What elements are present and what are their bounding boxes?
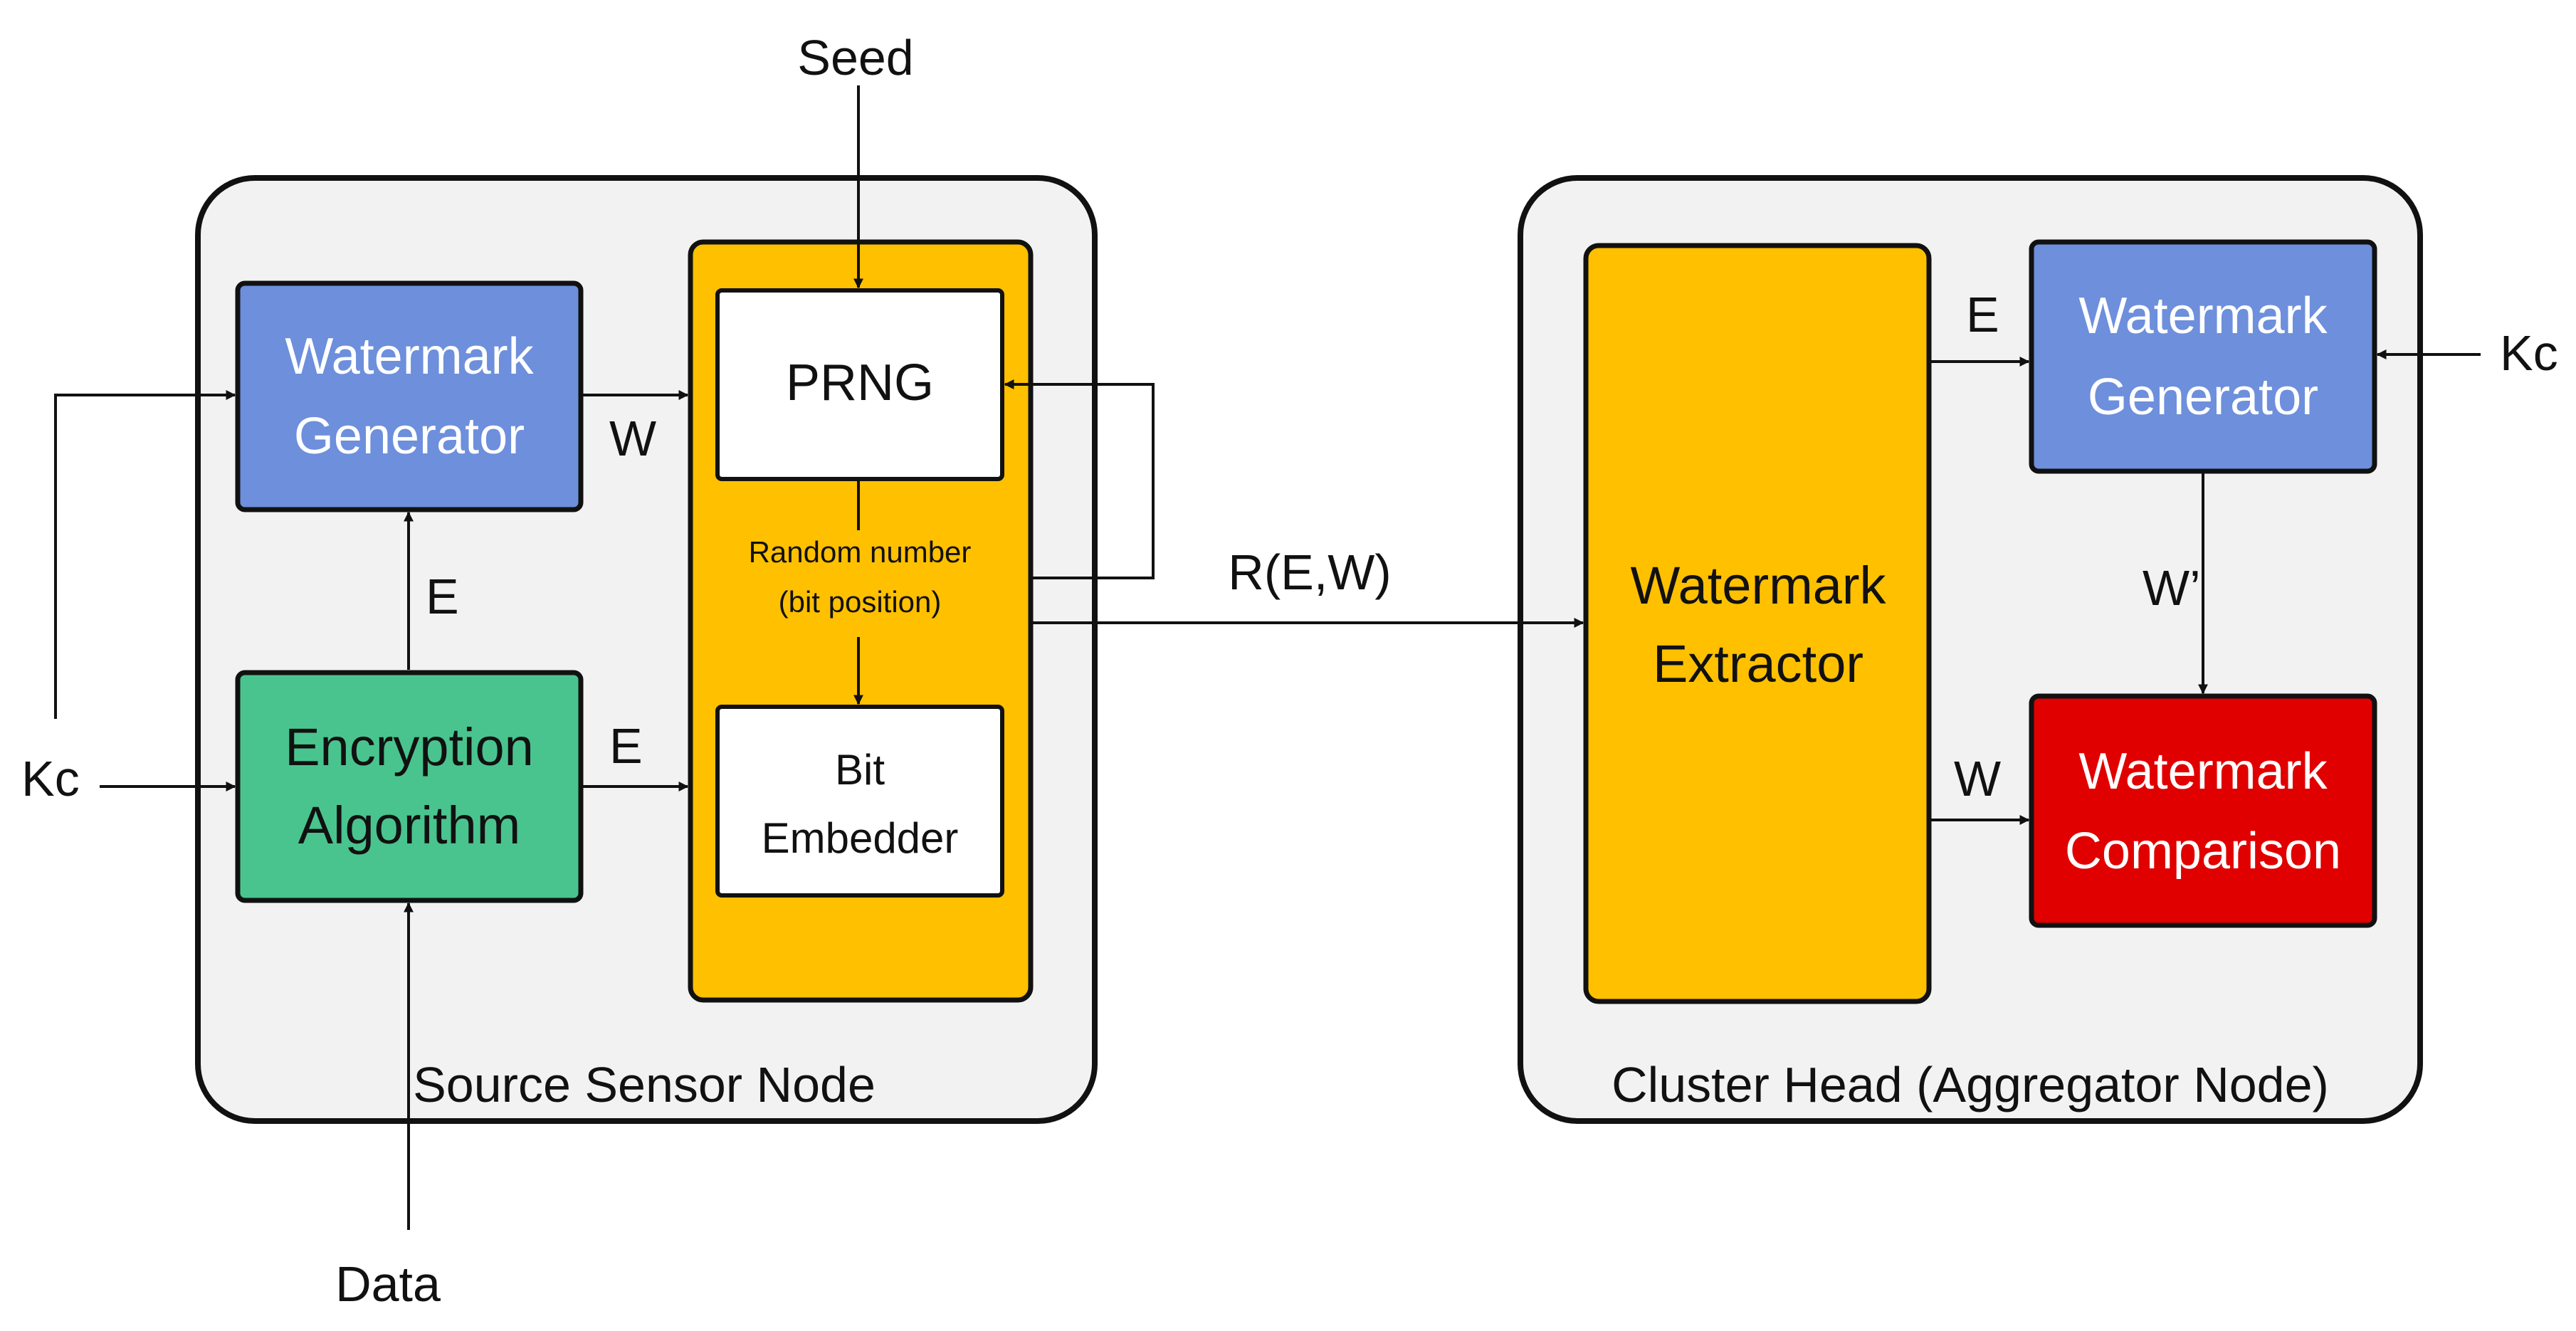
encryption-algorithm-line1: Encryption xyxy=(285,717,534,777)
e-vertical-label: E xyxy=(426,569,459,624)
seed-label: Seed xyxy=(797,30,913,85)
encryption-algorithm-line2: Algorithm xyxy=(298,796,521,855)
watermark-extractor-line2: Extractor xyxy=(1653,634,1863,693)
kc-left-label: Kc xyxy=(21,751,80,806)
w-right-label: W xyxy=(1954,751,2001,806)
watermark-generator-right-line1: Watermark xyxy=(2078,288,2328,344)
watermark-generator-left-line1: Watermark xyxy=(285,328,534,385)
feedback-loop-arrow xyxy=(1004,379,1155,579)
bit-embedder-line2: Embedder xyxy=(762,814,959,862)
bit-embedder-line1: Bit xyxy=(835,746,885,794)
e-right-label: E xyxy=(1966,287,1999,342)
cluster-head-title: Cluster Head (Aggregator Node) xyxy=(1612,1057,2329,1112)
watermark-extractor-block xyxy=(1583,243,1932,1004)
bit-embedder-block xyxy=(715,705,1004,898)
output-rew-label: R(E,W) xyxy=(1228,544,1391,600)
watermark-generator-right-block xyxy=(2029,239,2377,474)
prng-label: PRNG xyxy=(786,354,934,411)
kc-right-label: Kc xyxy=(2500,325,2558,381)
random-number-line1: Random number xyxy=(749,535,972,569)
watermark-generator-left-line2: Generator xyxy=(294,408,525,465)
watermark-generator-right-line2: Generator xyxy=(2088,369,2318,426)
watermark-comparison-block xyxy=(2029,693,2377,928)
random-number-line2: (bit position) xyxy=(779,585,942,619)
encryption-algorithm-block xyxy=(235,670,584,903)
watermark-comparison-line1: Watermark xyxy=(2078,743,2328,800)
source-sensor-node-title: Source Sensor Node xyxy=(413,1057,876,1112)
w-left-label: W xyxy=(609,411,656,466)
e-encryption-label: E xyxy=(609,718,643,774)
watermark-generator-left-block xyxy=(235,280,584,512)
watermark-extractor-line1: Watermark xyxy=(1630,556,1886,615)
w-prime-label: W’ xyxy=(2143,560,2201,616)
kc-to-generator-arrow xyxy=(54,390,236,719)
data-label: Data xyxy=(335,1256,441,1312)
watermark-comparison-line2: Comparison xyxy=(2065,823,2341,880)
